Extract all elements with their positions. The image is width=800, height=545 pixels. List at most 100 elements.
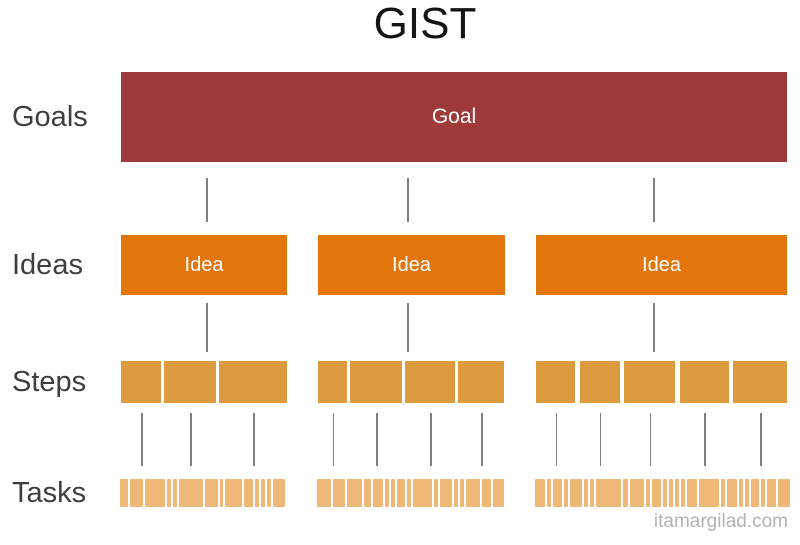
connector-line-step-task: [141, 413, 143, 466]
task-bar: [120, 479, 128, 507]
task-bar: [261, 479, 265, 507]
task-bar: [397, 479, 405, 507]
task-bar: [167, 479, 171, 507]
connector-line-idea-steps: [653, 303, 655, 352]
step-box: [458, 361, 504, 403]
task-bar: [460, 479, 464, 507]
step-box: [164, 361, 216, 403]
task-bar: [564, 479, 568, 507]
task-bar: [681, 479, 685, 507]
task-bar: [434, 479, 438, 507]
connector-line-step-task: [430, 413, 432, 466]
idea-label: Idea: [392, 253, 431, 276]
task-bar: [273, 479, 285, 507]
task-bar: [590, 479, 594, 507]
step-box: [405, 361, 455, 403]
connector-line-step-task: [190, 413, 192, 466]
task-bar: [669, 479, 673, 507]
idea-box: Idea: [121, 235, 287, 295]
task-bar: [570, 479, 582, 507]
task-bar: [373, 479, 383, 507]
task-bar: [255, 479, 259, 507]
task-bar: [454, 479, 458, 507]
task-bar: [745, 479, 749, 507]
idea-box: Idea: [318, 235, 505, 295]
task-bar: [623, 479, 628, 507]
task-bar: [778, 479, 790, 507]
task-bar: [547, 479, 551, 507]
task-bar: [205, 479, 218, 507]
task-bar: [333, 479, 345, 507]
task-bar: [391, 479, 395, 507]
step-box: [536, 361, 575, 403]
task-bar: [761, 479, 765, 507]
task-bar: [493, 479, 504, 507]
step-box: [579, 361, 620, 403]
task-bar: [584, 479, 588, 507]
step-box: [624, 361, 675, 403]
connector-line-step-task: [481, 413, 483, 466]
idea-label: Idea: [184, 253, 224, 276]
connector-line-step-task: [704, 413, 706, 466]
task-bar: [687, 479, 697, 507]
connector-line-step-task: [649, 413, 651, 466]
task-bar: [646, 479, 650, 507]
task-bar: [663, 479, 667, 507]
task-bar: [413, 479, 432, 507]
task-bar: [652, 479, 661, 507]
connector-line-goal-idea: [653, 178, 655, 222]
task-bar: [317, 479, 331, 507]
step-box: [350, 361, 402, 403]
task-bar: [130, 479, 143, 507]
connector-line-idea-steps: [407, 303, 409, 352]
connector-line-step-task: [253, 413, 255, 466]
task-bar: [347, 479, 362, 507]
task-bar: [179, 479, 203, 507]
task-bar: [244, 479, 253, 507]
step-box: [121, 361, 161, 403]
connector-line-step-task: [376, 413, 378, 466]
task-bar: [767, 479, 776, 507]
task-bar: [267, 479, 271, 507]
row-label-goals: Goals: [12, 101, 88, 133]
task-bar: [699, 479, 719, 507]
connector-line-idea-steps: [206, 303, 208, 352]
task-bar: [553, 479, 562, 507]
goal-label: Goal: [431, 105, 477, 128]
goal-bar: Goal: [121, 72, 787, 162]
task-bar: [482, 479, 491, 507]
watermark: itamargilad.com: [653, 511, 788, 532]
connector-line-step-task: [555, 413, 557, 466]
row-label-ideas: Ideas: [12, 249, 83, 281]
step-box: [733, 361, 787, 403]
task-bar: [225, 479, 242, 507]
connector-line-goal-idea: [206, 178, 208, 222]
idea-box: Idea: [536, 235, 787, 295]
task-bar: [630, 479, 644, 507]
task-bar: [440, 479, 452, 507]
step-box: [219, 361, 287, 403]
task-bar: [145, 479, 165, 507]
step-box: [318, 361, 347, 403]
task-bar: [364, 479, 371, 507]
task-bar: [407, 479, 411, 507]
task-bar: [466, 479, 480, 507]
task-bar: [727, 479, 737, 507]
task-bar: [721, 479, 725, 507]
step-box: [679, 361, 729, 403]
connector-line-step-task: [599, 413, 601, 466]
row-label-tasks: Tasks: [12, 477, 87, 509]
connector-line-step-task: [760, 413, 762, 466]
connector-line-goal-idea: [407, 178, 409, 222]
idea-label: Idea: [642, 253, 681, 276]
task-bar: [173, 479, 177, 507]
connector-line-step-task: [332, 413, 334, 466]
task-bar: [535, 479, 545, 507]
task-bar: [739, 479, 743, 507]
task-bar: [220, 479, 223, 507]
task-bar: [675, 479, 679, 507]
task-bar: [596, 479, 621, 507]
diagram-title: GIST: [373, 0, 477, 48]
row-label-steps: Steps: [12, 366, 87, 398]
